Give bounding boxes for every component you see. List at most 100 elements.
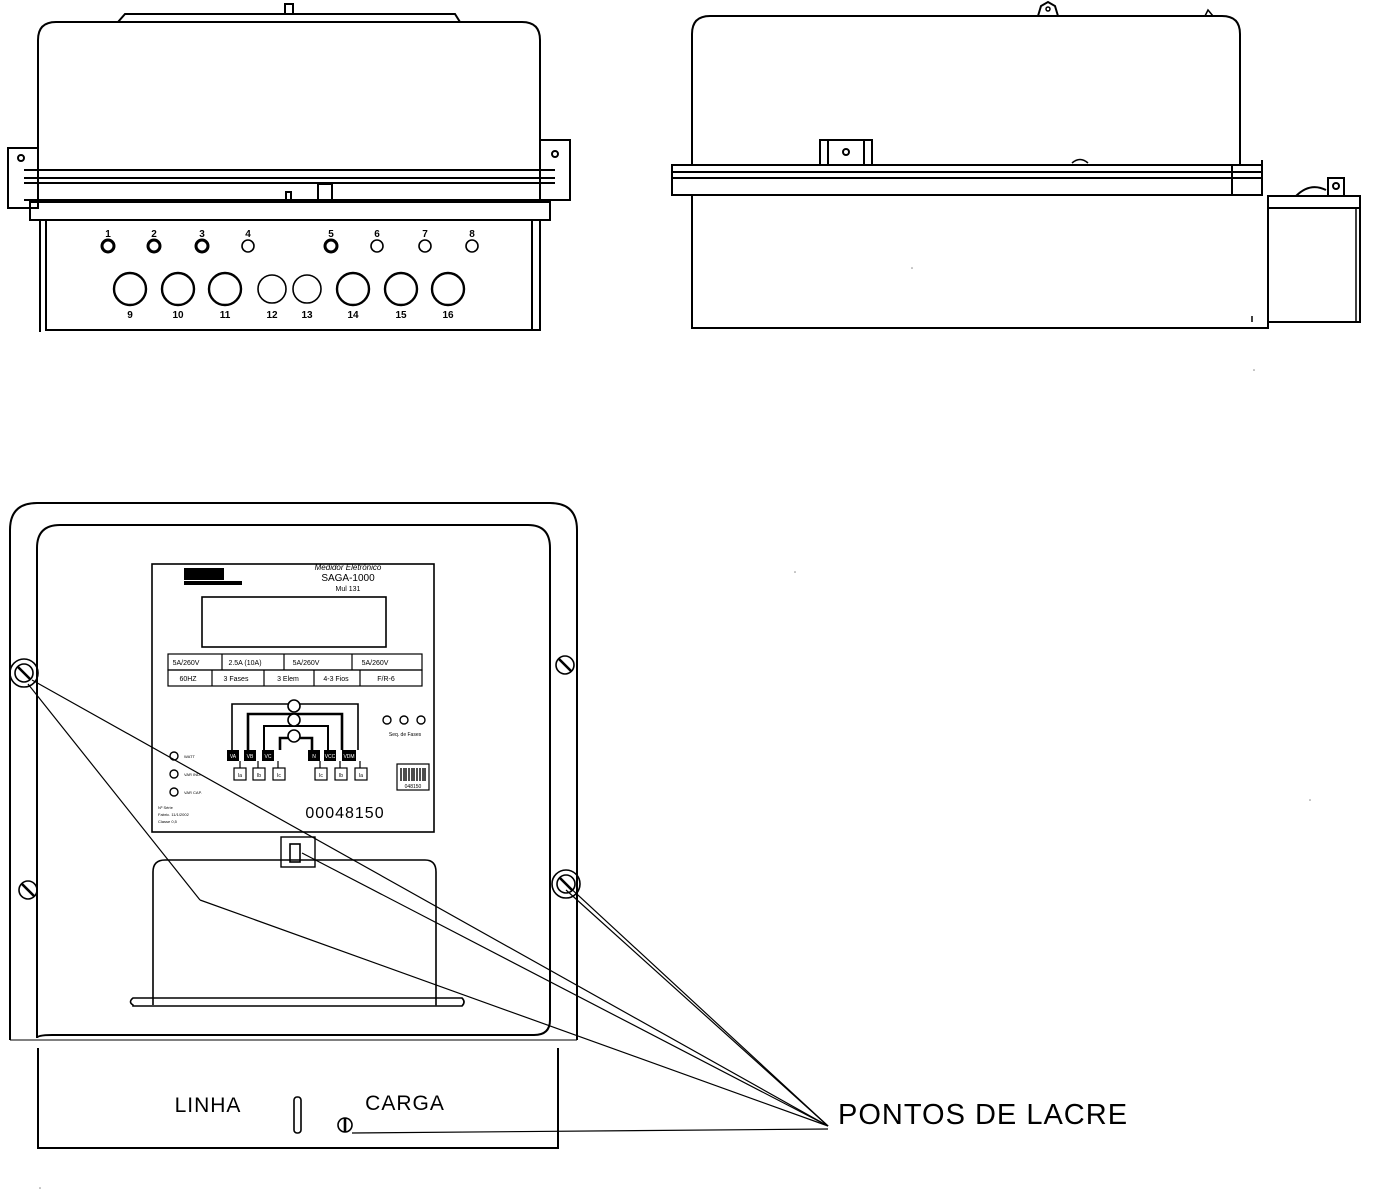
spec-cell: 5A/260V xyxy=(293,660,320,667)
terminal-number: 10 xyxy=(172,310,184,321)
terminal-hole xyxy=(241,239,255,253)
spec-cell: 60HZ xyxy=(179,676,197,683)
seal-point-leaders xyxy=(27,679,829,1134)
pulse-led-label: VAR CAP. xyxy=(184,790,202,795)
terminal-hole xyxy=(418,239,432,253)
pulse-led-label: VAR IND. xyxy=(184,772,201,777)
manufacturer-logo xyxy=(184,581,242,585)
terminal-number: 3 xyxy=(199,229,205,240)
terminal-number: 6 xyxy=(374,229,380,240)
terminal-hole xyxy=(323,238,339,254)
pulse-leds: WATT VAR IND. VAR CAP. xyxy=(169,751,202,797)
terminal-hole xyxy=(465,239,479,253)
terminal-tag: VCC xyxy=(325,754,336,760)
terminal-number: 14 xyxy=(347,310,359,321)
seal-tab xyxy=(280,836,316,868)
terminal-tag: VC xyxy=(265,754,272,760)
pulse-led xyxy=(169,787,179,797)
terminal-hole xyxy=(430,271,466,307)
leader-line xyxy=(301,852,829,1127)
terminal-number: 8 xyxy=(469,229,475,240)
small-terminal-holes xyxy=(100,238,479,254)
terminal-hole xyxy=(194,238,210,254)
meter-model-label: SAGA-1000 xyxy=(321,573,375,584)
spec-cell: F/R-6 xyxy=(377,676,395,683)
wiring-diagram: VA VB VC N VCC VDM Ia Ib Ic Ic Ib Ia xyxy=(227,699,368,781)
terminal-hole xyxy=(292,274,322,304)
terminal-cover: LINHA CARGA xyxy=(37,1048,559,1149)
terminal-number: 15 xyxy=(395,310,407,321)
meter-sub-label: Mul 131 xyxy=(336,586,361,593)
terminal-hole xyxy=(207,271,243,307)
terminal-hole xyxy=(257,274,287,304)
leader-line xyxy=(565,889,829,1127)
terminal-hole xyxy=(146,238,162,254)
linha-label: LINHA xyxy=(175,1094,242,1117)
terminal-numbers: 1 2 3 4 5 6 7 8 9 10 11 12 13 14 15 16 xyxy=(105,229,475,321)
barcode-number: 048150 xyxy=(405,784,422,790)
spec-cell: 5A/260V xyxy=(173,660,200,667)
terminal-tag: VDM xyxy=(343,754,354,760)
cover-divider xyxy=(293,1096,302,1134)
carga-label: CARGA xyxy=(365,1092,445,1115)
mount-hole xyxy=(551,150,559,158)
seal-points-callout: PONTOS DE LACRE xyxy=(838,1099,1128,1131)
terminal-tag: VB xyxy=(247,754,254,760)
screw-icon xyxy=(555,655,575,675)
current-coil xyxy=(287,729,301,743)
terminal-hole xyxy=(160,271,196,307)
terminal-tag: VA xyxy=(230,754,237,760)
window-frame xyxy=(129,859,465,1007)
terminal-number: 5 xyxy=(328,229,334,240)
scan-specks xyxy=(39,267,1311,1189)
seal-hole xyxy=(1332,182,1340,190)
pulse-led-label: WATT xyxy=(184,754,195,759)
screw-icon xyxy=(9,658,39,688)
footnote-line: Fabric. 11/1/2002 xyxy=(158,812,190,817)
phase-led xyxy=(399,715,409,725)
phase-led xyxy=(382,715,392,725)
terminal-number: 9 xyxy=(127,310,133,321)
terminal-number: 12 xyxy=(266,310,278,321)
terminal-tag: Ic xyxy=(277,773,281,779)
large-terminal-holes xyxy=(112,271,466,307)
terminal-number: 1 xyxy=(105,229,111,240)
footnote-line: Classe 0,5 xyxy=(158,819,178,824)
spec-table: 5A/260V 2.5A (10A) 5A/260V 5A/260V 60HZ … xyxy=(167,653,423,687)
spec-cell: 4-3 Fios xyxy=(323,676,349,683)
terminal-number: 13 xyxy=(301,310,313,321)
terminal-tag: Ic xyxy=(319,773,323,779)
spec-cell: 3 Fases xyxy=(224,676,249,683)
manufacturer-logo xyxy=(184,568,224,580)
pulse-led xyxy=(169,769,179,779)
terminal-tag: Ib xyxy=(257,773,261,779)
footnote: Nº Série Fabric. 11/1/2002 Classe 0,5 xyxy=(158,805,190,824)
screw-icon xyxy=(18,880,38,900)
terminal-number: 11 xyxy=(220,310,231,321)
seal-hole xyxy=(1045,6,1051,12)
terminal-hole xyxy=(370,239,384,253)
barcode: 048150 xyxy=(396,763,430,791)
meter-type-label: Medidor Eletrônico xyxy=(315,563,382,572)
pulse-led xyxy=(169,751,179,761)
terminal-hole xyxy=(383,271,419,307)
leader-line xyxy=(565,883,829,1127)
phase-sequence-label: Seq. de Fases xyxy=(389,732,422,738)
leader-line xyxy=(199,899,829,1127)
front-view: Medidor Eletrônico SAGA-1000 Mul 131 5A/… xyxy=(9,502,581,1149)
side-view xyxy=(671,0,1361,329)
nameplate: Medidor Eletrônico SAGA-1000 Mul 131 5A/… xyxy=(151,563,435,833)
mount-hole xyxy=(842,148,850,156)
terminal-hole xyxy=(335,271,371,307)
leader-line xyxy=(351,1128,829,1134)
terminal-number: 4 xyxy=(245,229,251,240)
footnote-line: Nº Série xyxy=(158,805,174,810)
mount-hole xyxy=(17,154,25,162)
terminal-tag: N xyxy=(312,754,316,760)
current-coil xyxy=(287,713,301,727)
top-view: 1 2 3 4 5 6 7 8 9 10 11 12 13 14 15 16 xyxy=(7,3,571,332)
terminal-number: 7 xyxy=(422,229,428,240)
screw-icon xyxy=(551,869,581,899)
